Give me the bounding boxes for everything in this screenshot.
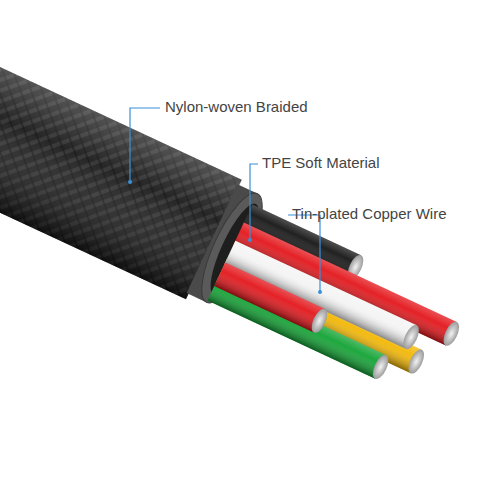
- leader-dot: [248, 238, 252, 242]
- leader-line: [288, 215, 320, 292]
- leader-line: [130, 108, 160, 182]
- leader-dot: [318, 290, 322, 294]
- callout-label: Tin-plated Copper Wire: [292, 205, 447, 223]
- callout-label: Nylon-woven Braided: [165, 98, 308, 116]
- leader-line: [250, 164, 258, 240]
- wire-red-lower: [214, 263, 330, 336]
- leader-dot: [128, 180, 132, 184]
- callout-label: TPE Soft Material: [262, 154, 380, 172]
